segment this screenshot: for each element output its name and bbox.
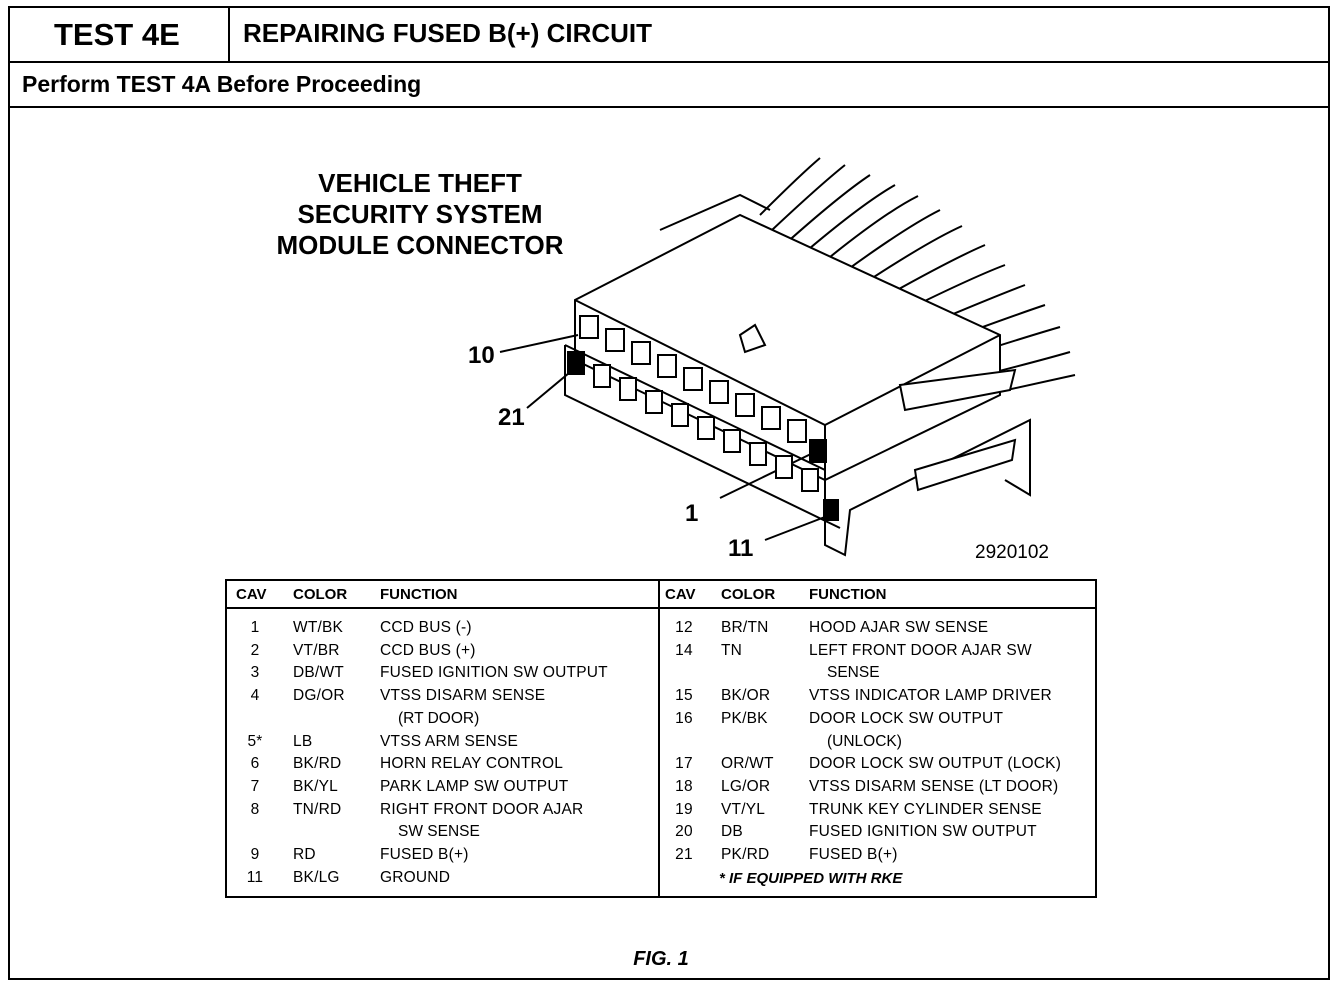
color-cell: LG/OR: [721, 777, 771, 795]
color-cell: BK/RD: [293, 755, 342, 773]
page-frame: TEST 4E REPAIRING FUSED B(+) CIRCUIT Per…: [8, 6, 1330, 980]
function-cell: TRUNK KEY CYLINDER SENSE: [809, 800, 1042, 818]
cav-cell: 8: [250, 800, 260, 818]
cavity-row-upper: [579, 315, 827, 463]
function-continuation: (RT DOOR): [398, 709, 480, 727]
header-function: FUNCTION: [380, 586, 458, 603]
color-cell: TN/RD: [293, 800, 342, 818]
cav-cell: 3: [250, 664, 260, 682]
footnote: * IF EQUIPPED WITH RKE: [719, 870, 903, 887]
cav-cell: 4: [250, 687, 260, 705]
function-cell: FUSED IGNITION SW OUTPUT: [809, 823, 1037, 841]
function-cell: PARK LAMP SW OUTPUT: [380, 777, 569, 795]
cav-cell: 15: [675, 687, 693, 705]
cav-cell: 1: [250, 619, 260, 636]
header-color: COLOR: [721, 586, 776, 603]
cav-cell: 2: [250, 641, 260, 659]
pin-label-10: 10: [468, 342, 495, 369]
color-cell: PK/BK: [721, 709, 768, 727]
color-cell: PK/RD: [721, 846, 770, 863]
cav-cell: 20: [675, 823, 693, 841]
cav-cell: 19: [675, 800, 693, 818]
function-continuation: (UNLOCK): [827, 732, 902, 750]
table-divider: [658, 581, 660, 896]
function-cell: CCD BUS (-): [380, 619, 472, 636]
function-cell: VTSS DISARM SENSE: [380, 687, 546, 705]
function-continuation: SENSE: [827, 664, 880, 682]
function-cell: FUSED B(+): [380, 846, 469, 863]
diagram-title: VEHICLE THEFT SECURITY SYSTEM MODULE CON…: [250, 168, 590, 261]
header-color: COLOR: [293, 586, 348, 603]
color-cell: OR/WT: [721, 755, 774, 773]
header-cav: CAV: [236, 586, 267, 603]
cav-cell: 18: [675, 777, 693, 795]
color-cell: DG/OR: [293, 687, 345, 705]
diagram-title-line-1: VEHICLE THEFT: [318, 168, 522, 198]
header-cav: CAV: [665, 586, 696, 603]
color-cell: WT/BK: [293, 619, 344, 636]
function-cell: HOOD AJAR SW SENSE: [809, 619, 989, 636]
pin-label-21: 21: [498, 404, 525, 431]
color-cell: BK/LG: [293, 868, 340, 886]
function-cell: VTSS INDICATOR LAMP DRIVER: [809, 687, 1052, 705]
color-cell: TN: [721, 641, 743, 659]
pin-label-11: 11: [728, 535, 754, 562]
color-cell: BK/YL: [293, 777, 338, 795]
pin-label-1: 1: [685, 500, 699, 527]
color-cell: BR/TN: [721, 619, 769, 636]
function-continuation: SW SENSE: [398, 823, 480, 841]
function-cell: VTSS ARM SENSE: [380, 732, 519, 750]
function-cell: GROUND: [380, 868, 451, 886]
test-id: TEST 4E: [10, 8, 230, 63]
cav-cell: 21: [675, 846, 693, 863]
cav-cell: 16: [675, 709, 693, 727]
cav-cell: 9: [250, 846, 260, 863]
header-function: FUNCTION: [809, 586, 887, 603]
diagram-title-line-2: SECURITY SYSTEM: [297, 199, 543, 229]
function-cell: VTSS DISARM SENSE (LT DOOR): [809, 777, 1059, 795]
function-cell: HORN RELAY CONTROL: [380, 755, 564, 773]
cav-cell: 17: [675, 755, 693, 773]
pinout-table: CAV COLOR FUNCTION CAV COLOR FUNCTION 1 W…: [225, 579, 1097, 898]
function-cell: DOOR LOCK SW OUTPUT: [809, 709, 1004, 727]
color-cell: DB/WT: [293, 664, 344, 682]
part-number: 2920102: [975, 542, 1049, 563]
cav-cell: 12: [675, 619, 693, 636]
cav-cell: 7: [250, 777, 260, 795]
color-cell: DB: [721, 823, 743, 841]
cavity-row-lower: [567, 351, 839, 521]
color-cell: BK/OR: [721, 687, 771, 705]
cav-cell: 11: [246, 868, 264, 886]
function-cell: DOOR LOCK SW OUTPUT (LOCK): [809, 755, 1062, 773]
color-cell: VT/YL: [721, 800, 766, 818]
figure-caption: FIG. 1: [633, 948, 689, 970]
color-cell: VT/BR: [293, 641, 340, 659]
cav-cell: 14: [675, 641, 693, 659]
function-cell: RIGHT FRONT DOOR AJAR: [380, 800, 584, 818]
cav-cell: 6: [250, 755, 260, 773]
function-cell: LEFT FRONT DOOR AJAR SW: [809, 641, 1032, 659]
diagram-title-line-3: MODULE CONNECTOR: [276, 230, 564, 260]
cav-cell: 5*: [247, 732, 263, 750]
prerequisite-note: Perform TEST 4A Before Proceeding: [10, 63, 1328, 108]
color-cell: RD: [293, 846, 316, 863]
function-cell: FUSED B(+): [809, 846, 898, 863]
table-header-rule: [227, 607, 1095, 609]
color-cell: LB: [293, 732, 313, 750]
function-cell: CCD BUS (+): [380, 641, 476, 659]
test-title: REPAIRING FUSED B(+) CIRCUIT: [230, 8, 1328, 63]
function-cell: FUSED IGNITION SW OUTPUT: [380, 664, 608, 682]
